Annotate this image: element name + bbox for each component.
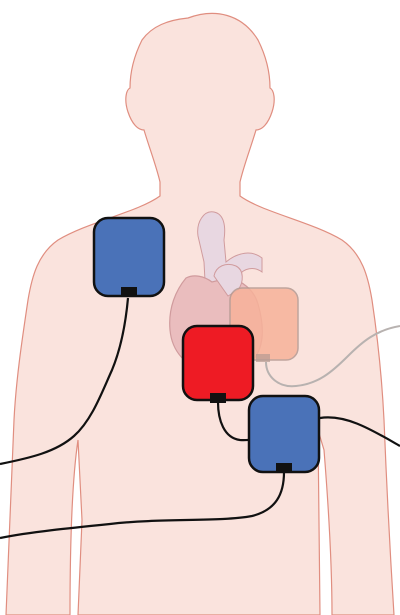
- back-pad-wire: [265, 325, 400, 388]
- aorta-vessels: [197, 211, 263, 301]
- center-chest-pad: [181, 324, 255, 403]
- lower-pad-wire: [0, 471, 286, 540]
- upper-pad-wire: [0, 297, 130, 466]
- upper-chest-pad: [92, 216, 166, 298]
- lower-chest-pad: [247, 394, 321, 474]
